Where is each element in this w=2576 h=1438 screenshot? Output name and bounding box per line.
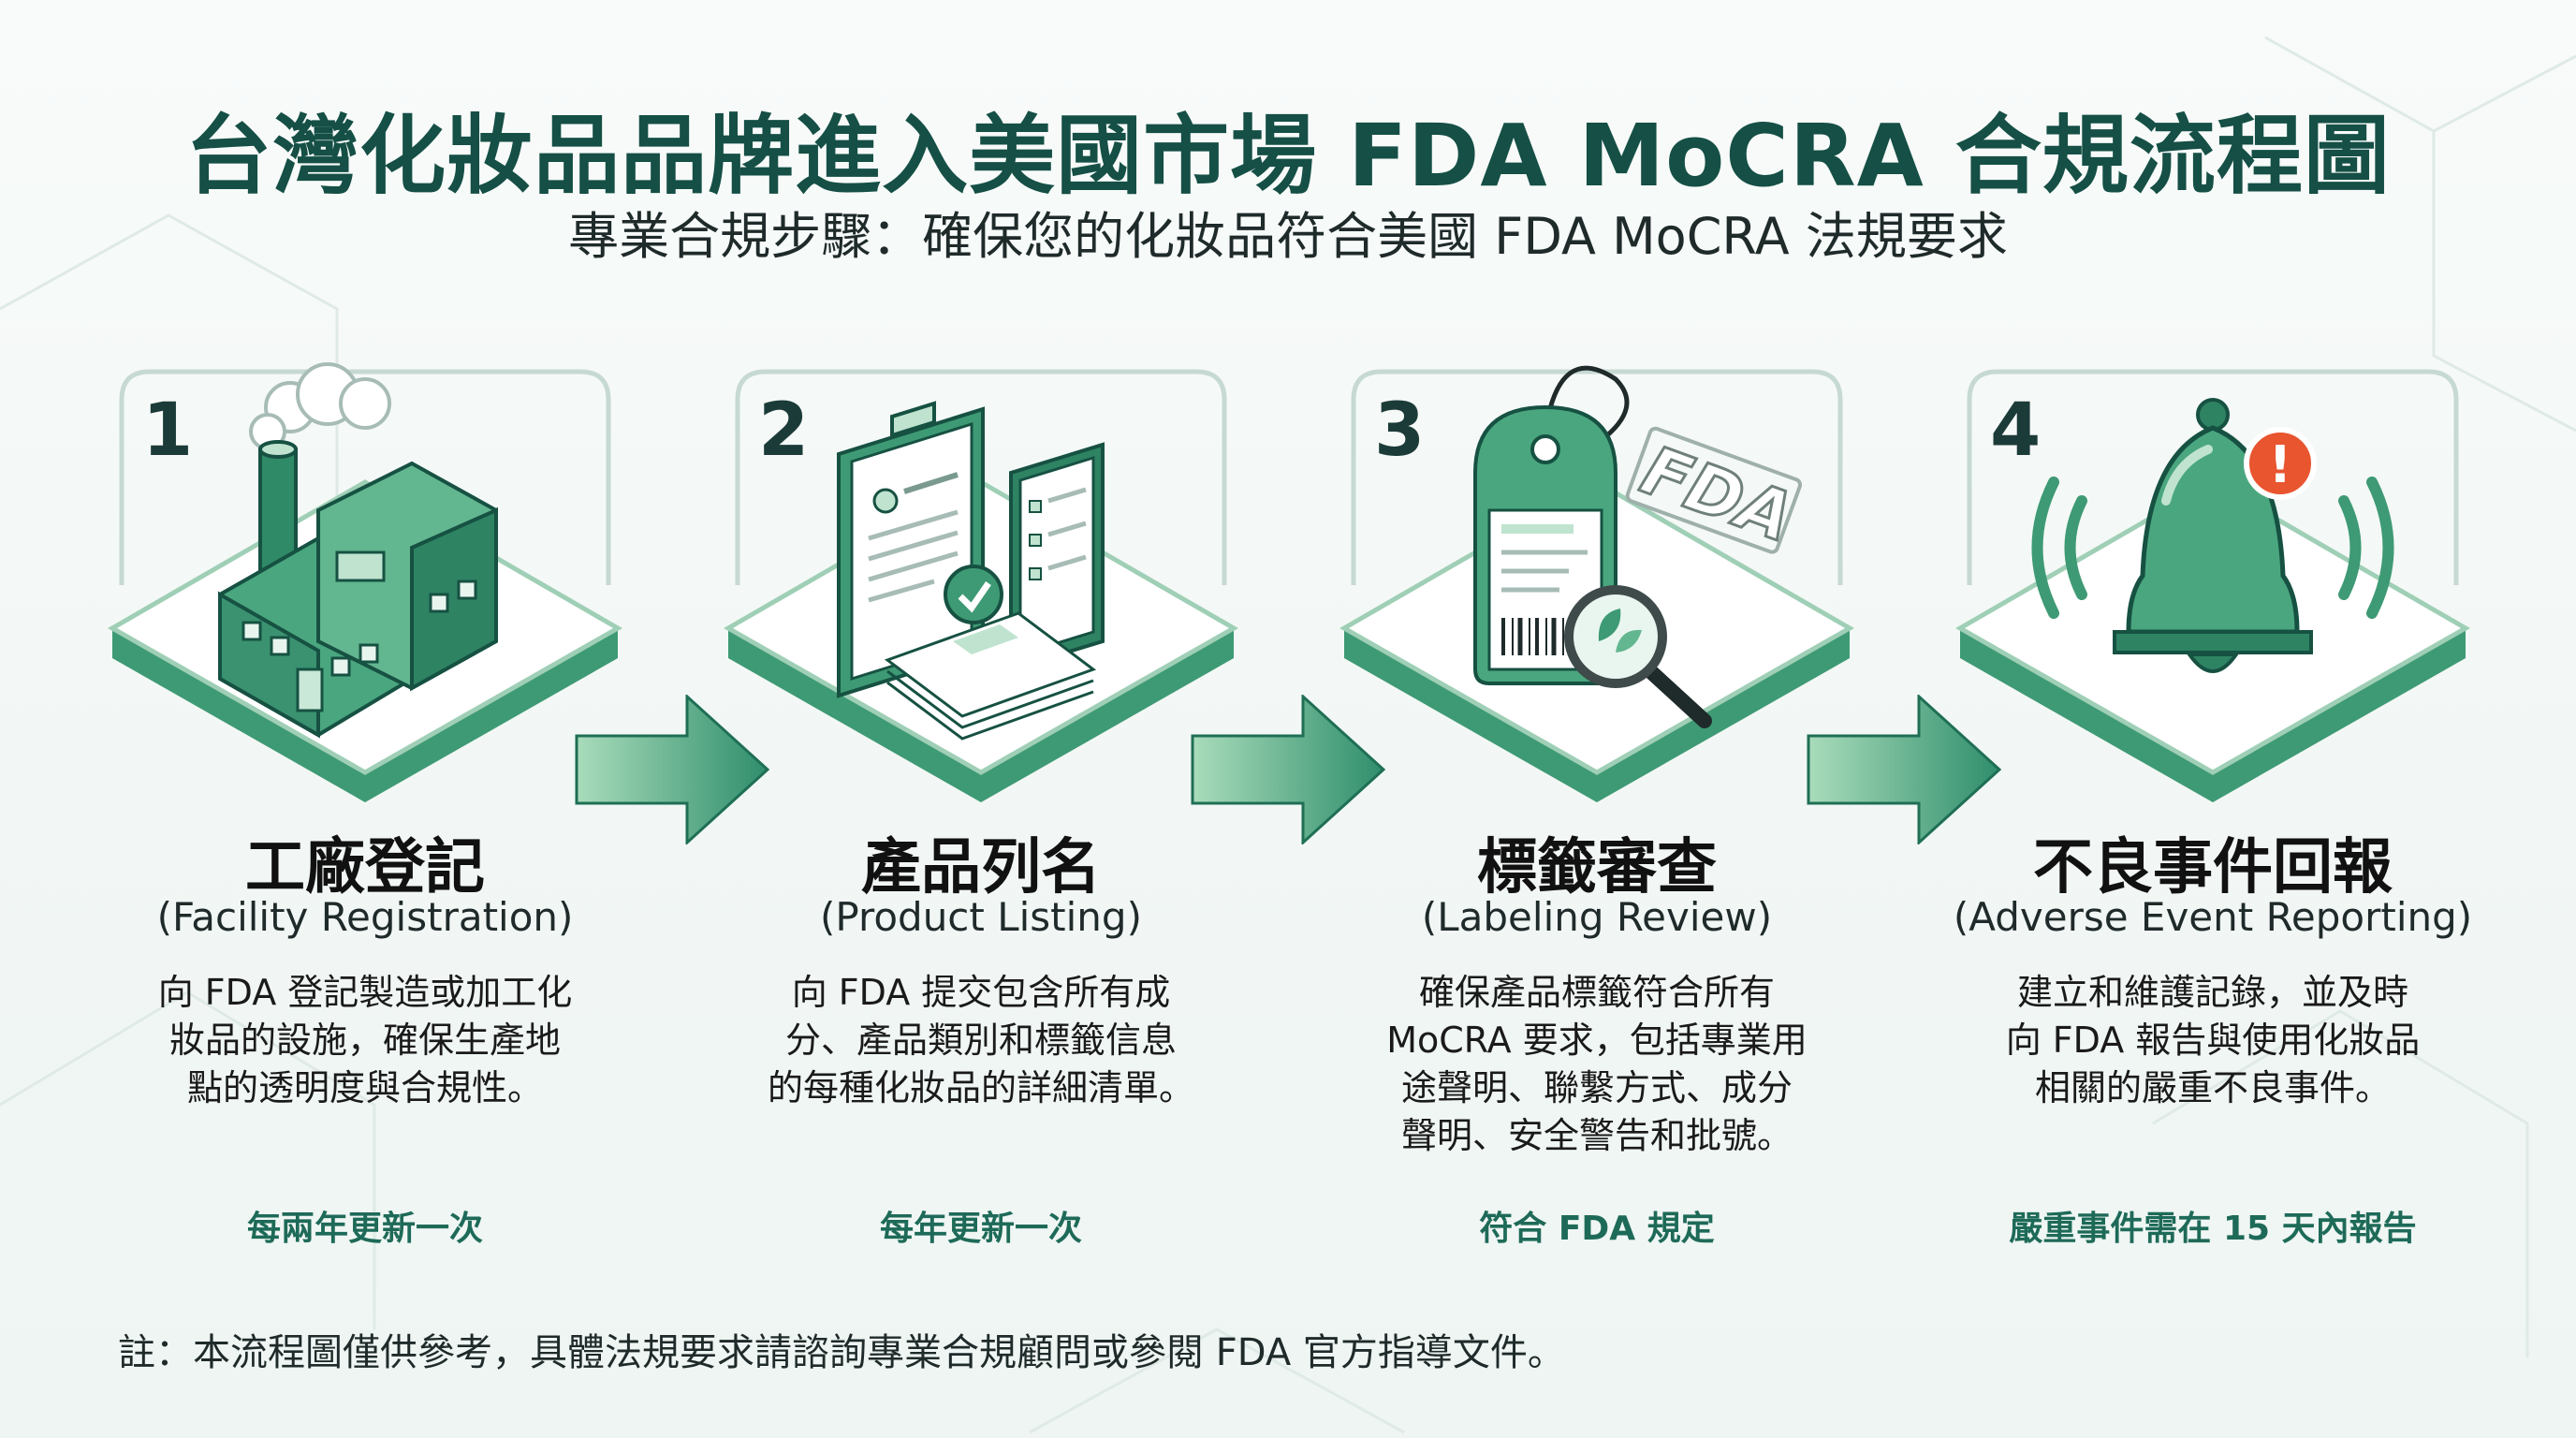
step-frequency: 每年更新一次	[879, 1210, 1082, 1248]
flow-arrow-icon	[575, 695, 770, 844]
alert-bell-icon: !	[2031, 398, 2394, 673]
step-frequency: 嚴重事件需在 15 天內報告	[2009, 1210, 2417, 1248]
step-number: 1	[142, 389, 194, 473]
step-frequency: 每兩年更新一次	[246, 1210, 483, 1248]
alert-mark: !	[2269, 435, 2292, 494]
step-title-en: (Adverse Event Reporting)	[1953, 894, 2473, 940]
clipboard-tablet-icon	[837, 401, 1105, 741]
step-card-labeling-review: FDA 3 標籤審查 (Labeling Review) 確保產品標籤符合所有 …	[1335, 360, 1859, 1278]
step-title-en: (Labeling Review)	[1421, 894, 1773, 940]
step-number: 3	[1374, 389, 1426, 473]
step-title: 不良事件回報	[2033, 833, 2393, 902]
step-frequency: 符合 FDA 規定	[1479, 1210, 1715, 1248]
label-tag-magnifier-icon	[1473, 365, 1712, 728]
page-subtitle: 專業合規步驟：確保您的化妝品符合美國 FDA MoCRA 法規要求	[568, 207, 2008, 266]
flow-arrow-icon	[1807, 695, 2002, 844]
step-card-product-listing: 2 產品列名 (Product Listing) 向 FDA 提交包含所有成 分…	[719, 360, 1243, 1278]
step-description: 向 FDA 提交包含所有成 分、產品類別和標籤信息 的每種化妝品的詳細清單。	[767, 972, 1194, 1108]
factory-icon	[218, 362, 498, 739]
page-title: 台灣化妝品品牌進入美國市場 FDA MoCRA 合規流程圖	[185, 106, 2391, 206]
step-card-facility-registration: 1 工廠登記 (Facility Registration) 向 FDA 登記製…	[103, 360, 627, 1278]
flow-arrow-icon	[1191, 695, 1386, 844]
step-description: 向 FDA 登記製造或加工化 妝品的設施，確保生產地 點的透明度與合規性。	[157, 972, 573, 1108]
step-title: 標籤審查	[1477, 833, 1717, 902]
footer-note: 註：本流程圖僅供參考，具體法規要求請諮詢專業合規顧問或參閱 FDA 官方指導文件…	[118, 1331, 1565, 1374]
step-title: 工廠登記	[245, 833, 485, 902]
step-title-en: (Facility Registration)	[156, 894, 574, 940]
step-description: 建立和維護記錄，並及時 向 FDA 報告與使用化妝品 相關的嚴重不良事件。	[2005, 972, 2421, 1108]
step-title: 產品列名	[861, 833, 1101, 902]
step-number: 4	[1990, 389, 2042, 473]
step-card-adverse-event-reporting: ! 4 不良事件回報 (Adverse Event Reporting) 建立和…	[1951, 360, 2475, 1278]
step-description: 確保產品標籤符合所有 MoCRA 要求，包括專業用 途聲明、聯繫方式、成分 聲明…	[1386, 972, 1808, 1156]
step-title-en: (Product Listing)	[820, 894, 1142, 940]
step-number: 2	[758, 389, 810, 473]
